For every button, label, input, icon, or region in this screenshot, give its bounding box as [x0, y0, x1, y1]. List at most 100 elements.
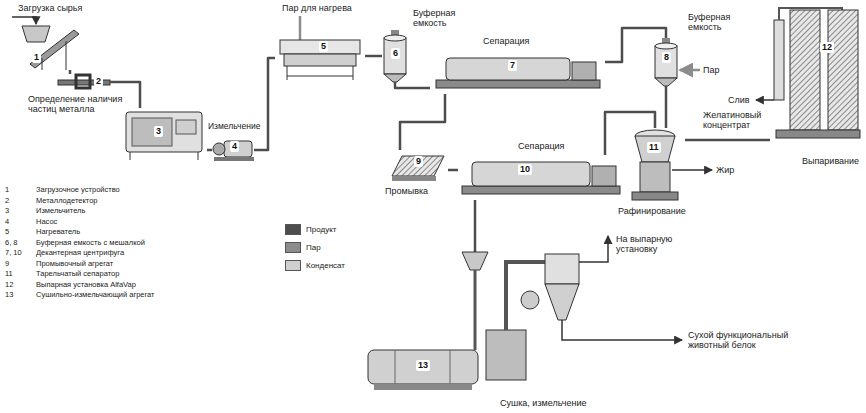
decanter-base	[436, 80, 600, 88]
feed-arrow	[12, 17, 36, 24]
process-label: Сухой функциональный животный белок	[688, 330, 793, 350]
pump-motor	[224, 141, 252, 157]
product-pipe	[365, 55, 382, 58]
process-label: Сепарация	[518, 141, 564, 151]
heater-leg	[287, 66, 288, 80]
process-label: Пар для нагрева	[282, 3, 352, 13]
callout-number: 5	[319, 41, 328, 52]
callout-number: 7, 10	[5, 249, 22, 257]
loading-conveyor	[30, 30, 79, 68]
tank-cone	[655, 78, 677, 86]
tank-cone	[384, 74, 406, 82]
process-label: Рафинирование	[618, 206, 686, 216]
part-name: Измельчитель	[36, 207, 85, 215]
grinder-motor	[176, 120, 196, 134]
process-label: Сепарация	[483, 36, 529, 46]
callout-number: 11	[5, 270, 13, 278]
mill-housing	[486, 330, 526, 380]
callout-number: 2	[94, 76, 103, 87]
equipment-unit: 8	[652, 38, 680, 86]
drum-support	[374, 384, 472, 390]
equipment-unit: 10	[458, 155, 623, 200]
part-name: Загрузочное устройство	[36, 186, 120, 194]
part-name: Металлодетектор	[36, 197, 98, 205]
equipment-unit: 7	[430, 52, 605, 94]
product-pipe	[665, 86, 668, 128]
plate-pack	[790, 10, 820, 130]
legend-entry: Конденсат	[285, 260, 345, 271]
callout-number: 1	[32, 52, 41, 63]
part-name: Выпарная установка AlfaVap	[36, 281, 136, 289]
decanter-bowl	[446, 58, 570, 80]
tank-body	[655, 46, 677, 78]
equipment-unit: 4	[212, 136, 254, 162]
drain-outlet	[756, 99, 774, 101]
product-pipe	[448, 169, 458, 172]
callout-number: 10	[518, 164, 532, 175]
legend-text: Продукт	[306, 225, 336, 235]
product-outlet	[562, 320, 682, 340]
grinder-leg	[198, 152, 199, 160]
callout-number: 4	[5, 218, 9, 226]
callout-number: 9	[5, 260, 9, 268]
product-pipe	[605, 28, 666, 62]
dryer-inlet-pipe	[474, 238, 477, 252]
process-label: Буферная емкость	[413, 8, 463, 28]
callout-number: 12	[820, 42, 834, 53]
equipment-unit: 2	[58, 74, 110, 90]
process-label: Выпаривание	[802, 156, 859, 166]
vapour-outlet	[579, 236, 608, 262]
pump-head	[213, 143, 225, 155]
heater-leg	[353, 66, 354, 80]
process-label: Загрузка сырья	[18, 3, 82, 13]
callout-number: 8	[662, 52, 671, 63]
callout-number: 6	[391, 48, 400, 59]
process-label: Буферная емкость	[688, 12, 738, 32]
steam-pipe	[299, 16, 302, 40]
callout-number: 13	[416, 360, 430, 371]
equipment-unit: 11	[625, 128, 685, 203]
tank-body	[384, 38, 406, 74]
process-label: Определение наличия частиц металла	[28, 94, 123, 114]
product-pipe	[400, 94, 445, 150]
decanter-bowl	[472, 162, 590, 186]
legend-entry: Пар	[285, 242, 321, 253]
product-pipe	[395, 82, 430, 88]
equipment-unit: 6	[382, 30, 408, 82]
callout-number: 6, 8	[5, 239, 18, 247]
legend-entry: Продукт	[285, 224, 336, 235]
conveyor-leg	[66, 41, 67, 70]
callout-number: 12	[5, 281, 13, 289]
equipment-unit: 1	[18, 22, 80, 70]
pump-base	[214, 157, 254, 161]
legend-text: Конденсат	[306, 261, 345, 271]
conveyor-leg	[42, 58, 43, 70]
product-pipe	[207, 149, 212, 152]
riser-pipe	[506, 262, 545, 330]
part-name: Декантерная центрифуга	[36, 249, 124, 257]
callout-number: 11	[647, 142, 661, 153]
process-label: Жир	[716, 165, 734, 175]
product-pipe	[69, 70, 72, 74]
washer-base	[392, 176, 436, 181]
separator-frame	[640, 162, 670, 192]
callout-number: 9	[414, 156, 423, 167]
dryer-drum	[368, 350, 478, 384]
product-pipe	[254, 58, 275, 150]
separator-bowl	[635, 136, 675, 162]
part-name: Насос	[36, 218, 57, 226]
part-name: Нагреватель	[36, 228, 80, 236]
steam-inlet	[680, 69, 700, 72]
grinder-leg	[130, 152, 131, 160]
callout-number: 1	[5, 186, 9, 194]
equipment-unit: 12	[770, 2, 862, 152]
process-label: Сушка, измельчение	[500, 398, 586, 408]
loading-hopper	[22, 26, 50, 42]
tank-top	[655, 43, 677, 49]
legend-text: Пар	[306, 243, 321, 253]
callout-number: 3	[154, 126, 163, 137]
legend-swatch	[285, 242, 301, 253]
